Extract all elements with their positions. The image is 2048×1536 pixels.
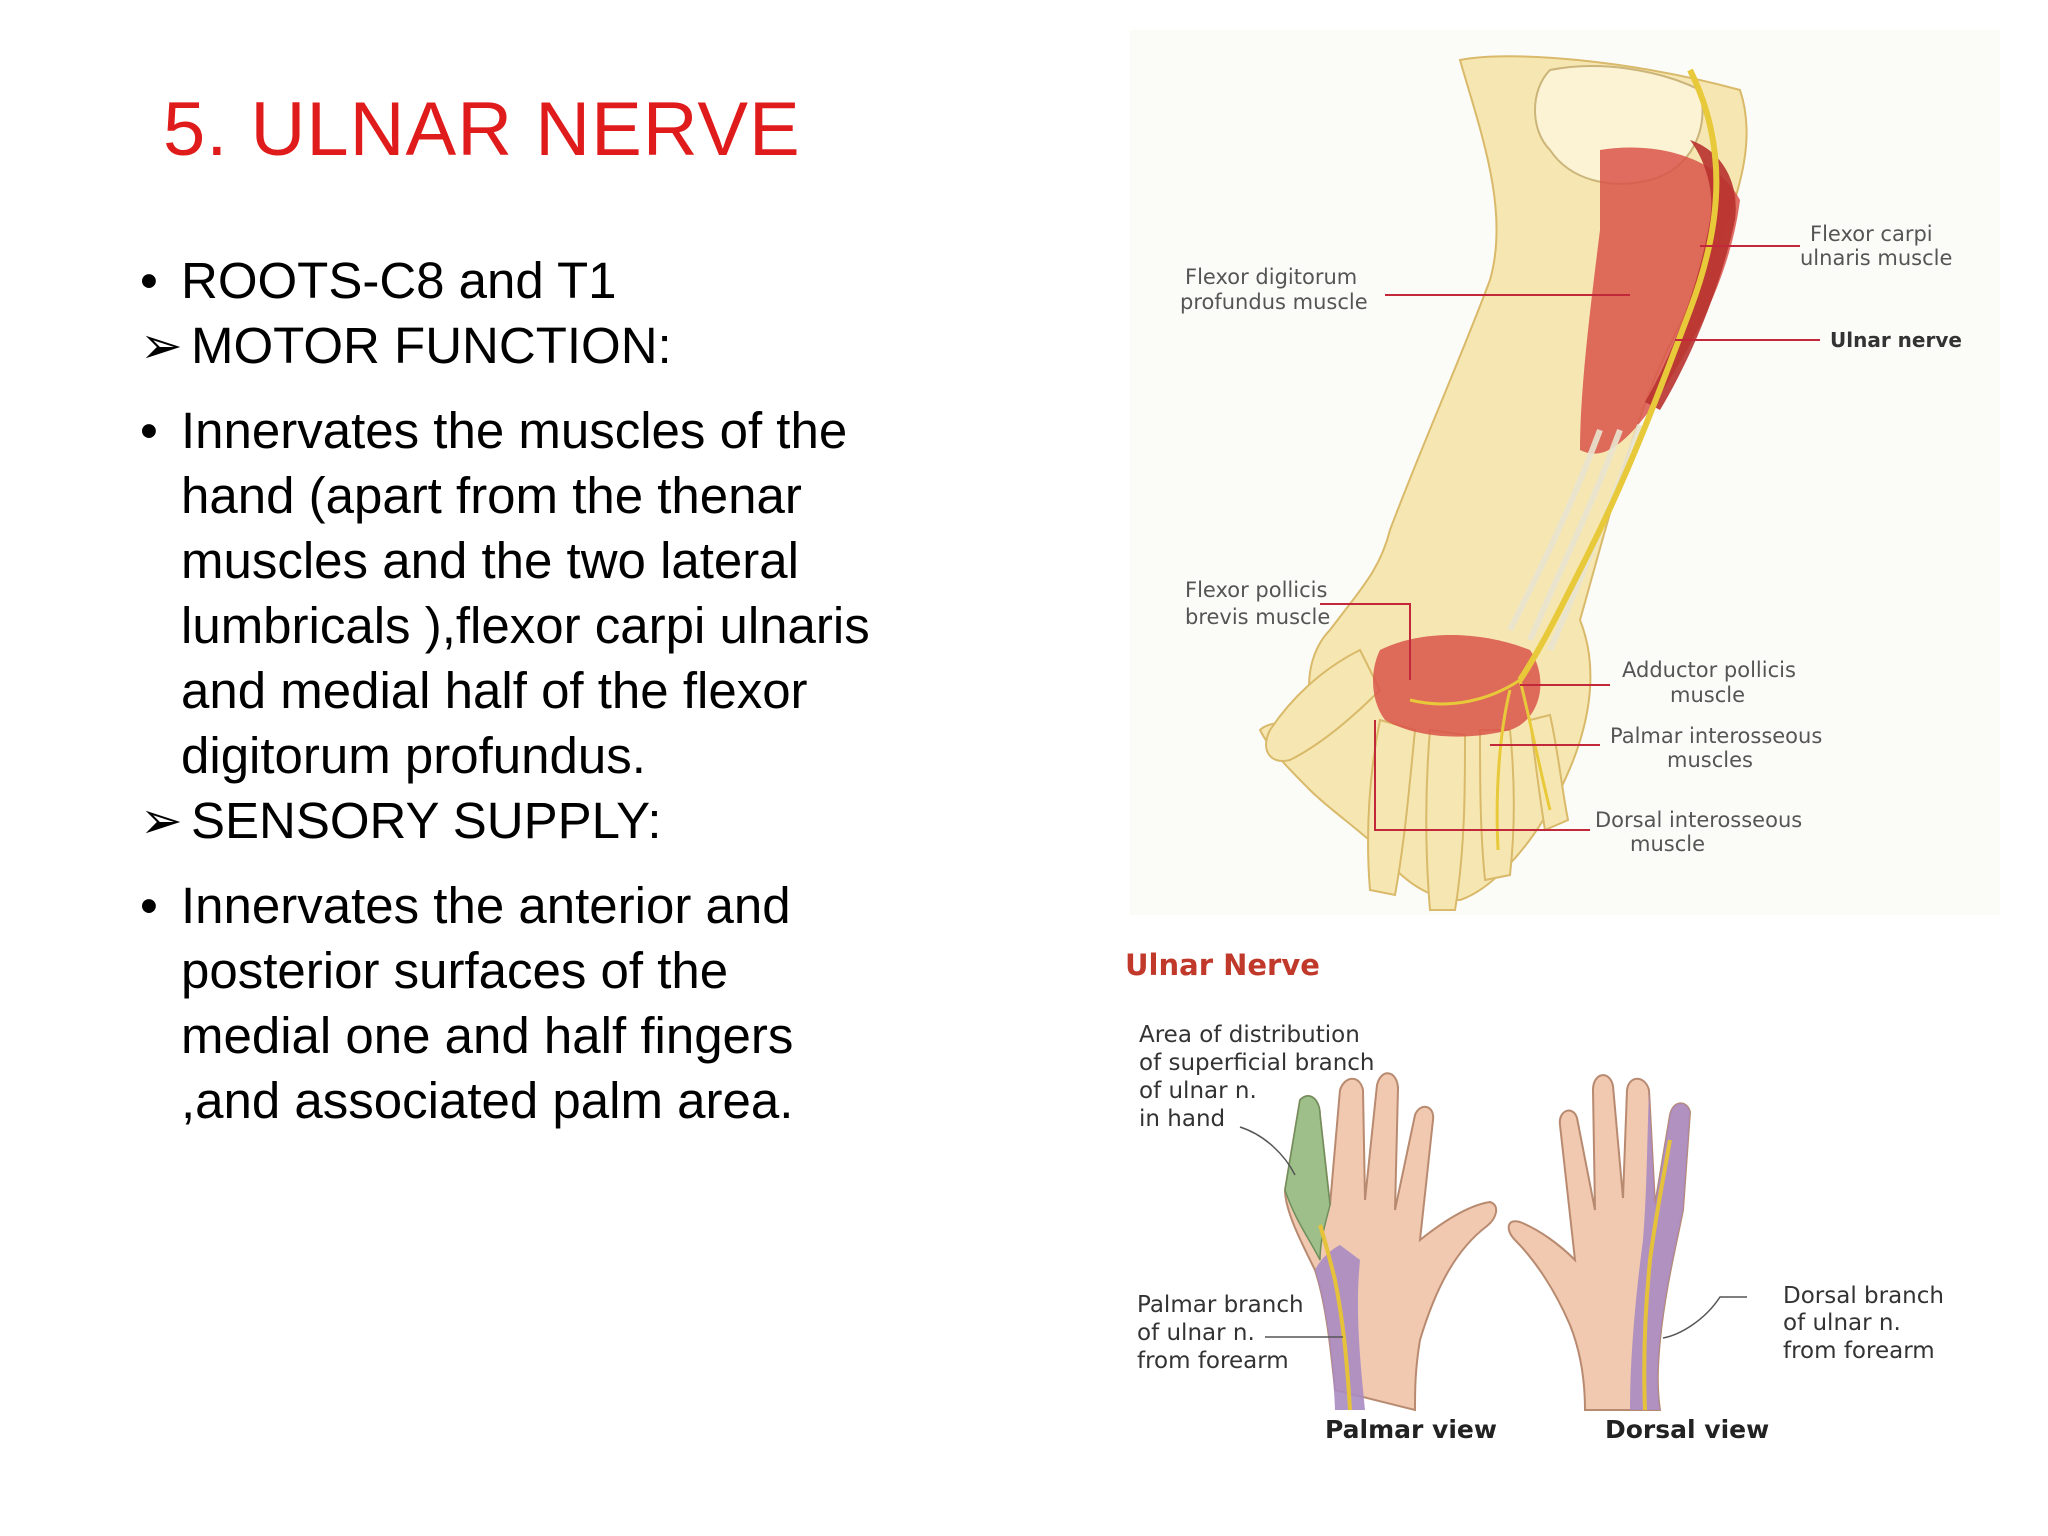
finger-index	[1367, 718, 1417, 897]
bullet-text: ROOTS-C8 and T1	[181, 252, 617, 309]
palmar-green-area	[1284, 1095, 1331, 1261]
hand-sensory-figure: Ulnar Nerve Area of distribution of supe…	[1115, 940, 1995, 1460]
label-dorsal-inter: Dorsal interosseous muscle	[1595, 808, 1809, 856]
slide-title: 5. ULNAR NERVE	[163, 87, 801, 172]
label-flexor-carpi: Flexor carpi ulnaris muscle	[1800, 222, 1952, 270]
hand-intrinsic-muscles	[1373, 635, 1541, 737]
label-palmar-inter: Palmar interosseous muscles	[1610, 724, 1829, 772]
bullet-marker: •	[140, 402, 158, 459]
finger-little	[1528, 713, 1570, 832]
tendon-1	[1507, 428, 1603, 632]
tendon-2	[1527, 428, 1623, 642]
ulnar-nerve-branch-1	[1409, 678, 1521, 706]
leader-flexor-pollicis	[1320, 603, 1411, 680]
subheading-text: MOTOR FUNCTION:	[191, 317, 672, 374]
heading-sensory-supply: ➢ SENSORY SUPPLY:	[140, 788, 900, 853]
bullet-item-sensory: • Innervates the anterior and posterior …	[140, 873, 900, 1133]
label-flexor-pollicis: Flexor pollicis brevis muscle	[1185, 578, 1334, 629]
bullet-text: Innervates the anterior and posterior su…	[181, 877, 794, 1129]
heading-motor-function: ➢ MOTOR FUNCTION:	[140, 313, 900, 378]
bullet-list: • ROOTS-C8 and T1 ➢ MOTOR FUNCTION: • In…	[140, 248, 900, 1133]
thumb-outline	[1265, 648, 1382, 762]
label-adductor: Adductor pollicis muscle	[1622, 658, 1803, 707]
subheading-text: SENSORY SUPPLY:	[191, 792, 662, 849]
leader-dorsal-branch	[1662, 1296, 1747, 1339]
label-palmar-view: Palmar view	[1325, 1415, 1497, 1444]
bullet-item-motor: • Innervates the muscles of the hand (ap…	[140, 398, 900, 788]
label-flexor-digitorum: Flexor digitorum profundus muscle	[1180, 265, 1368, 314]
leader-area-distribution	[1239, 1126, 1296, 1176]
flexor-muscle-mass	[1580, 147, 1740, 454]
leader-dorsal-inter	[1374, 720, 1590, 831]
palmar-hand	[1283, 1072, 1498, 1412]
arrow-marker-icon: ➢	[140, 317, 183, 374]
palmar-purple-area	[1315, 1245, 1365, 1410]
label-dorsal-view: Dorsal view	[1605, 1415, 1769, 1444]
label-palmar-branch: Palmar branch of ulnar n. from forearm	[1137, 1292, 1311, 1374]
bullet-item-roots: • ROOTS-C8 and T1	[140, 248, 900, 313]
ulnar-nerve-path	[1517, 68, 1720, 682]
finger-middle	[1425, 728, 1467, 911]
palmar-nerve	[1318, 1224, 1352, 1411]
hands-figure-heading: Ulnar Nerve	[1125, 948, 1320, 982]
label-dorsal-branch: Dorsal branch of ulnar n. from forearm	[1783, 1283, 1951, 1364]
bullet-text: Innervates the muscles of the hand (apar…	[181, 402, 870, 784]
bullet-marker: •	[140, 877, 158, 934]
label-ulnar-nerve: Ulnar nerve	[1830, 328, 1962, 352]
dorsal-nerve	[1642, 1139, 1672, 1411]
arrow-marker-icon: ➢	[140, 792, 183, 849]
bullet-marker: •	[140, 252, 158, 309]
forearm-anatomy-figure: Flexor digitorum profundus muscle Flexor…	[1130, 30, 2000, 915]
label-area-distribution: Area of distribution of superficial bran…	[1139, 1022, 1382, 1132]
dorsal-hand	[1507, 1074, 1692, 1411]
